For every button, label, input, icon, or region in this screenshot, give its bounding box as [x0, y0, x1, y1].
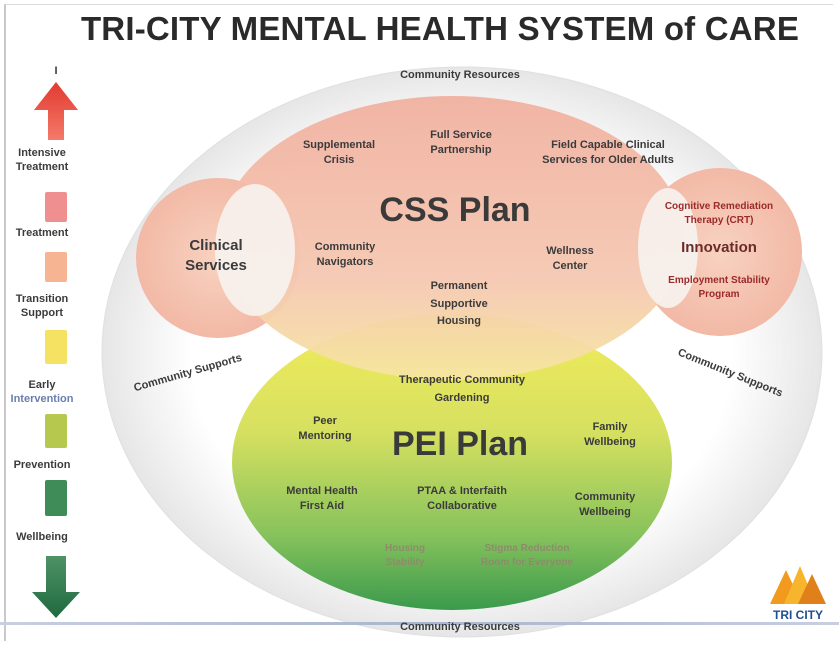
community-resources-bottom: Community Resources	[400, 621, 520, 633]
page-title: TRI-CITY MENTAL HEALTH SYSTEM of CARE	[80, 10, 800, 47]
community-resources-top: Community Resources	[400, 69, 520, 81]
innovation-title: Innovation	[681, 239, 757, 256]
css-ellipse	[220, 96, 684, 380]
continuum-treatment: Treatment	[15, 227, 69, 239]
pei-ellipse	[232, 314, 672, 610]
bottom-divider	[0, 622, 839, 625]
continuum-wellbeing: Wellbeing	[16, 531, 68, 543]
wellbeing-down-arrow	[32, 556, 80, 618]
intensity-up-arrow	[34, 82, 78, 140]
tri-city-logo-text: TRI CITY	[773, 608, 823, 622]
css-plan-title: CSS Plan	[379, 191, 531, 229]
slide-frame	[4, 4, 833, 641]
continuum-prevention: Prevention	[13, 459, 71, 471]
tri-city-logo-icon	[770, 566, 826, 604]
pei-plan-title: PEI Plan	[391, 425, 529, 463]
top-mark: I	[54, 65, 58, 77]
